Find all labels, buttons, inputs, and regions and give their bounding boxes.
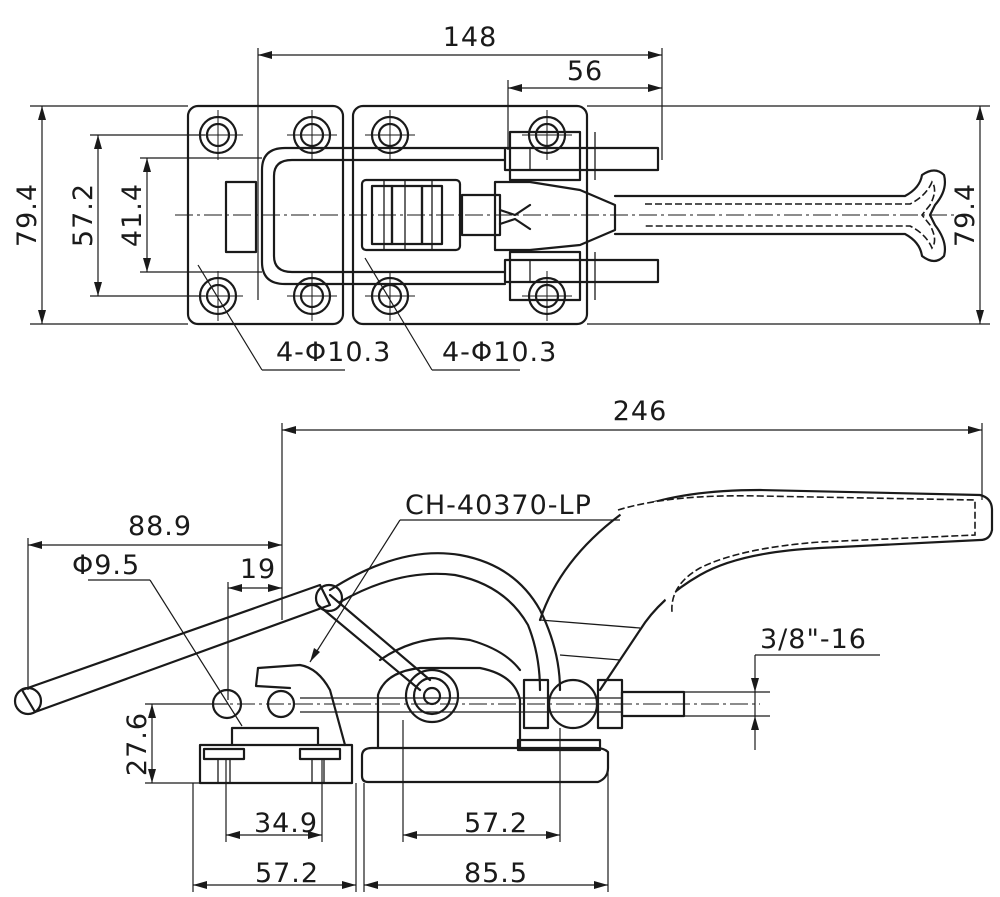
dim-overall-length: 148 (443, 22, 498, 53)
dim-thread: 3/8"-16 (760, 624, 867, 655)
dim-handle-offset: 56 (567, 56, 603, 87)
top-view: 148 56 79.4 57.2 41.4 79.4 4-Φ10.3 4-Φ10… (12, 22, 990, 371)
dim-width-right: 79.4 (950, 183, 981, 247)
handle-side (538, 488, 994, 692)
hole-note-left: 4-Φ10.3 (276, 337, 391, 368)
base-side (360, 746, 610, 784)
model-label: CH-40370-LP (405, 490, 592, 521)
side-view: 246 CH-40370-LP 88.9 Φ9.5 19 27.6 3/8"-1… (13, 396, 994, 892)
dim-height: 27.6 (122, 712, 153, 776)
dim-base-width: 85.5 (464, 858, 528, 889)
dim-pin-diameter: Φ9.5 (72, 550, 140, 581)
lever-arm (328, 552, 562, 692)
dims-side (27, 423, 983, 892)
latch-hook-side (256, 663, 347, 747)
latch-hook-top (260, 146, 507, 286)
dim-keeper-hole-spacing: 34.9 (254, 808, 318, 839)
dim-keeper-width: 57.2 (255, 858, 319, 889)
dim-hole-spacing: 57.2 (68, 183, 99, 247)
dim-total-length: 246 (613, 396, 668, 427)
dim-width-left: 79.4 (12, 183, 43, 247)
dim-base-hole-spacing: 57.2 (464, 808, 528, 839)
dim-pin-offset: 19 (240, 554, 276, 585)
keeper-plate-side (198, 743, 354, 785)
dim-reach: 88.9 (128, 511, 192, 542)
dims-top (30, 48, 990, 371)
pull-bar (20, 583, 332, 714)
dim-inner-width: 41.4 (117, 183, 148, 247)
hole-note-right: 4-Φ10.3 (442, 337, 557, 368)
